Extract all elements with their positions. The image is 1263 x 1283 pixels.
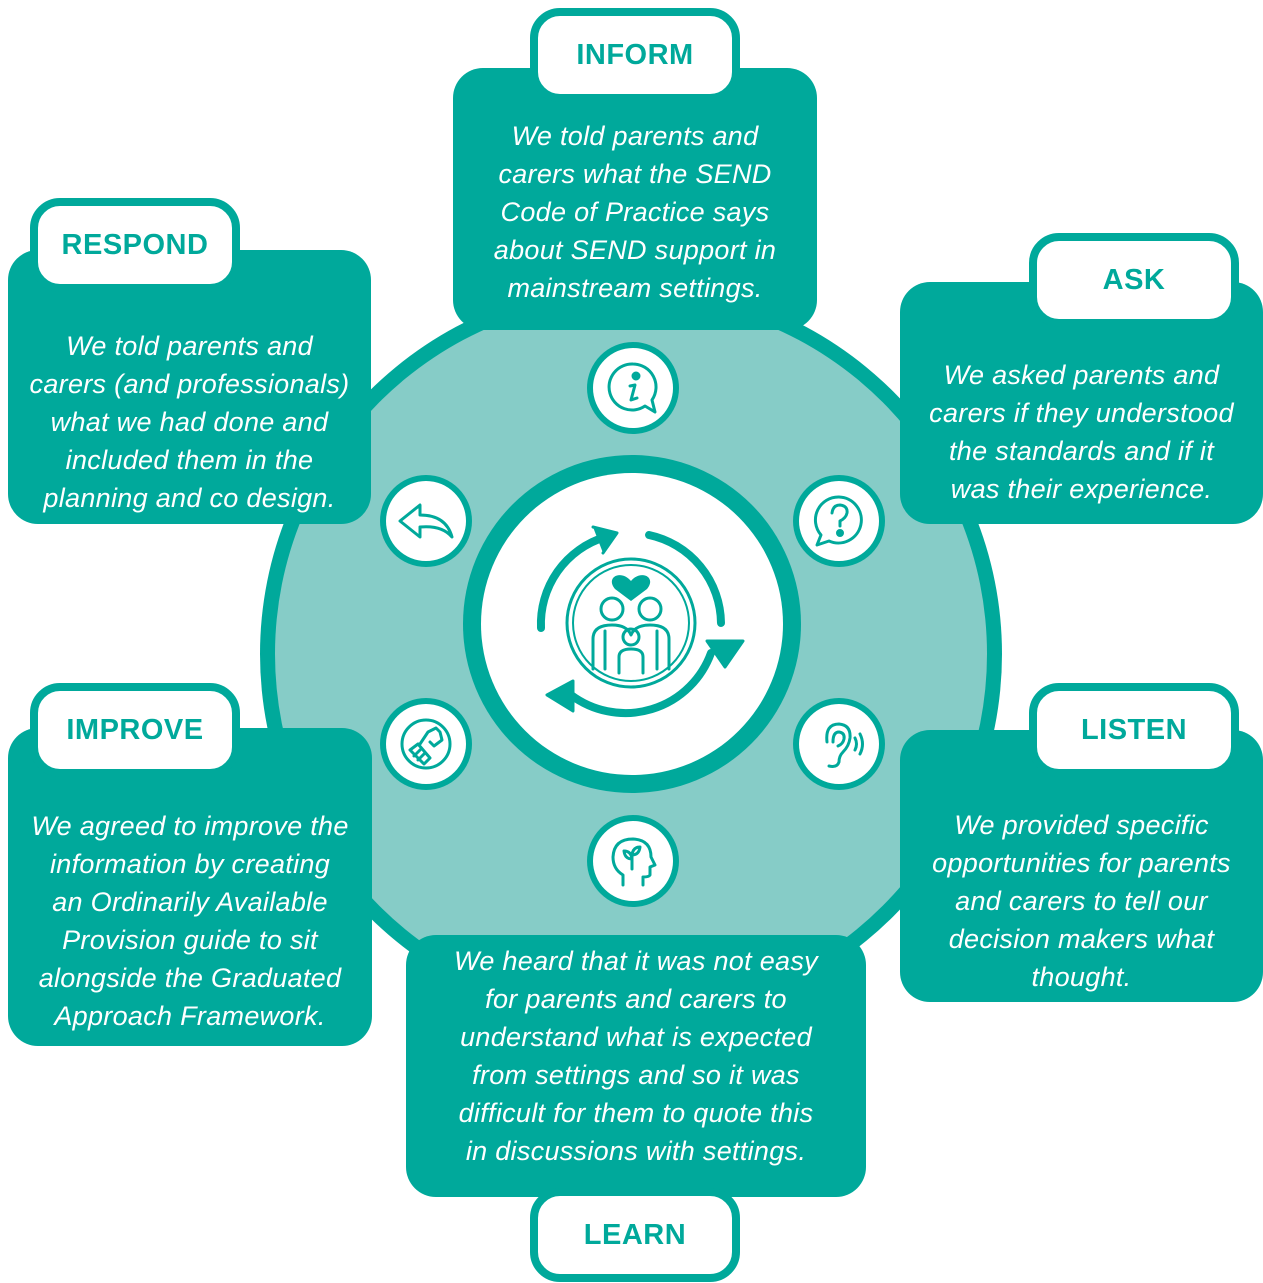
stage-tab-improve: IMPROVE — [30, 683, 240, 777]
stage-text-improve: We agreed to improve the information by … — [31, 811, 349, 1031]
stage-text-listen: We provided specific opportunities for p… — [932, 810, 1231, 992]
head-growth-icon — [611, 837, 657, 887]
stage-label-inform: INFORM — [576, 38, 694, 71]
stage-card-inform: We told parents and carers what the SEND… — [453, 68, 817, 330]
listen-badge — [793, 698, 885, 790]
stage-text-learn: We heard that it was not easy for parent… — [454, 946, 818, 1166]
question-speech-icon — [813, 495, 863, 547]
stage-label-listen: LISTEN — [1080, 713, 1188, 746]
stage-tab-listen: LISTEN — [1029, 683, 1239, 777]
stage-tab-inform: INFORM — [530, 8, 740, 102]
ear-icon — [825, 722, 864, 768]
stage-card-learn: We heard that it was not easy for parent… — [406, 935, 866, 1197]
reply-arrow-icon — [398, 503, 454, 539]
stage-label-ask: ASK — [1102, 263, 1166, 296]
stage-text-respond: We told parents and carers (and professi… — [29, 331, 350, 513]
stage-text-inform: We told parents and carers what the SEND… — [493, 121, 777, 303]
respond-badge — [380, 475, 472, 567]
stage-tab-learn: LEARN — [530, 1188, 740, 1282]
family-cycle-icon — [536, 525, 745, 718]
learn-badge — [587, 815, 679, 907]
stage-label-respond: RESPOND — [61, 228, 209, 261]
stage-label-improve: IMPROVE — [66, 713, 204, 746]
stage-text-ask: We asked parents and carers if they unde… — [929, 360, 1234, 504]
improve-badge — [380, 698, 472, 790]
stage-card-respond: We told parents and carers (and professi… — [8, 250, 371, 524]
handshake-icon — [400, 718, 452, 770]
stage-card-improve: We agreed to improve the information by … — [8, 728, 372, 1046]
center-circle — [481, 473, 783, 775]
stage-tab-ask: ASK — [1029, 233, 1239, 327]
info-speech-icon — [607, 362, 658, 414]
inform-badge — [587, 342, 679, 434]
ask-badge — [793, 475, 885, 567]
stage-label-learn: LEARN — [583, 1218, 687, 1251]
stage-tab-respond: RESPOND — [30, 198, 240, 292]
